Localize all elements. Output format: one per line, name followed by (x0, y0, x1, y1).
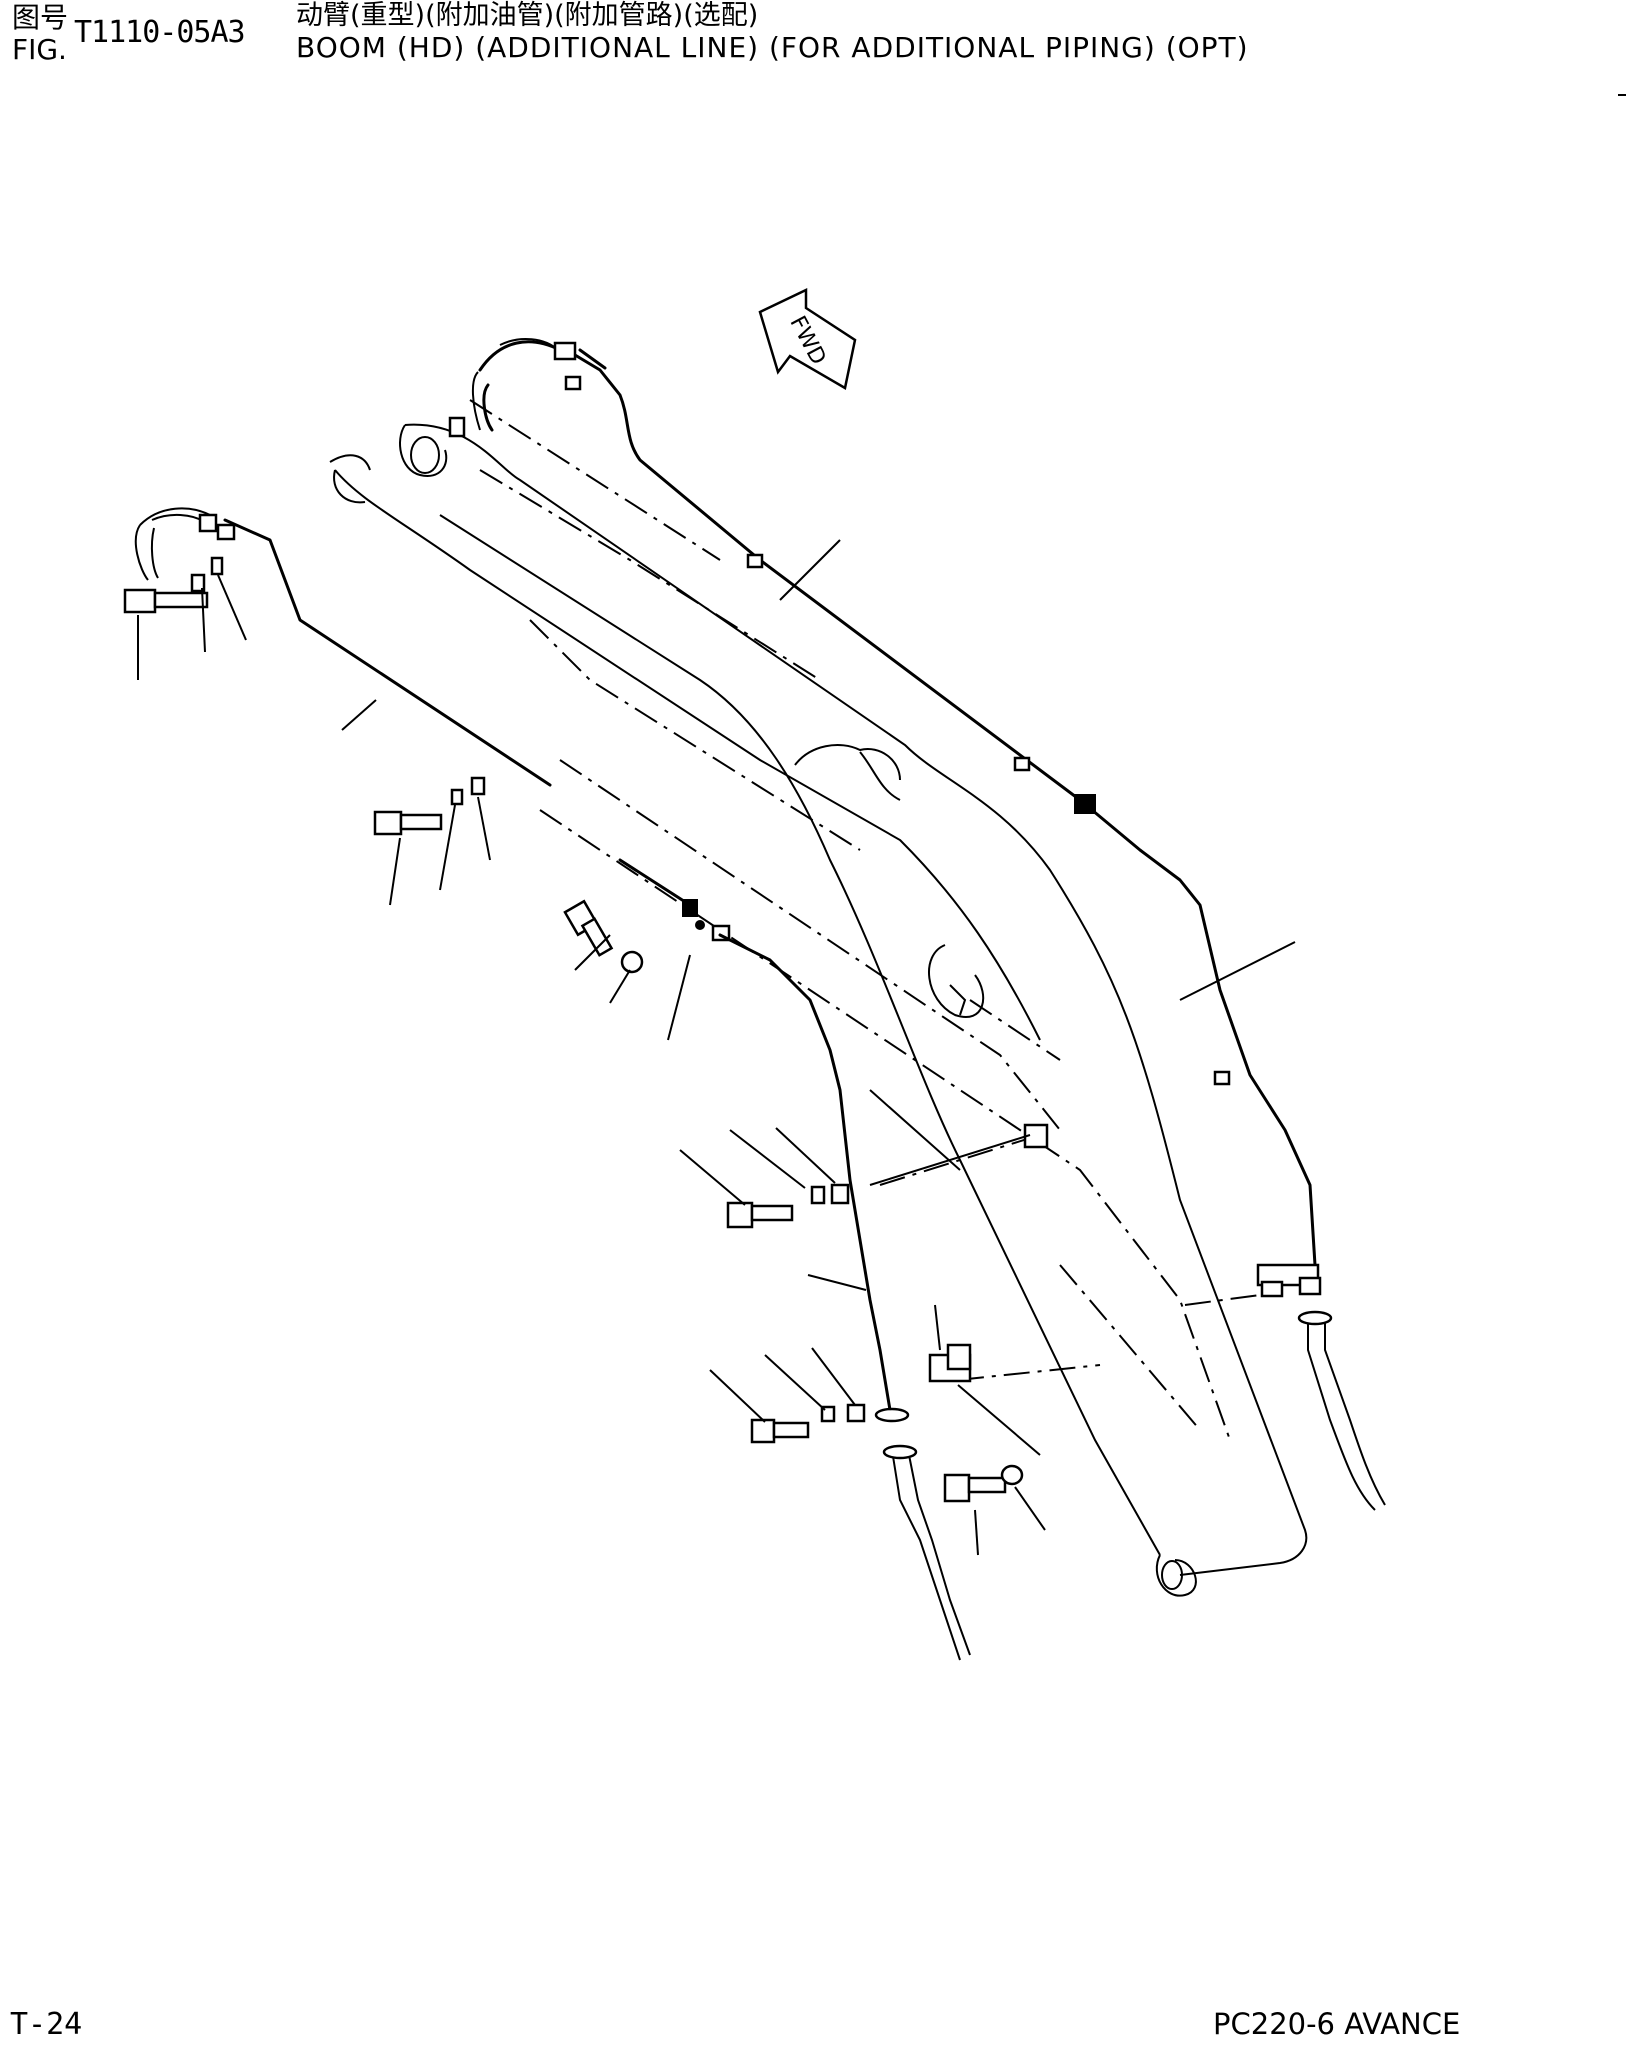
machine-model: PC220-6 AVANCE (1213, 2007, 1461, 2041)
right-pipe-assembly (472, 338, 1386, 1511)
figure-number: T1110-05A3 (74, 15, 246, 50)
title-english: BOOM (HD) (ADDITIONAL LINE) (FOR ADDITIO… (296, 31, 1249, 64)
figure-label-en: FIG. (12, 33, 67, 66)
page-number: T-24 (10, 2007, 83, 2042)
centerlines (469, 399, 1261, 1441)
figure-label-cn: 图号 (12, 1, 69, 34)
boom-body (329, 416, 1308, 1597)
left-pipe-lower (682, 899, 971, 1661)
left-pipe-upper (134, 507, 692, 907)
leader-lines (137, 539, 1296, 1556)
title-chinese: 动臂(重型)(附加油管)(附加管路)(选配) (296, 0, 759, 31)
fwd-arrow: FWD (758, 288, 857, 390)
fasteners (123, 556, 1049, 1503)
